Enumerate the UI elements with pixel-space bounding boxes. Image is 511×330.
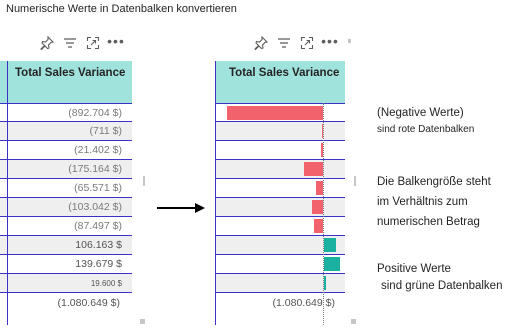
column-divider bbox=[215, 61, 216, 325]
filter-icon[interactable] bbox=[277, 36, 291, 50]
cell-value: (65.571 $) bbox=[74, 182, 122, 194]
cell-value: (892.704 $) bbox=[68, 107, 122, 119]
total-value: (1.080.649 $) bbox=[272, 297, 335, 309]
table-row[interactable] bbox=[215, 160, 345, 179]
table-row[interactable]: (892.704 $) bbox=[0, 103, 132, 122]
focus-mode-icon[interactable] bbox=[86, 36, 100, 50]
table-row[interactable] bbox=[215, 179, 345, 198]
cell-value: (103.042 $) bbox=[68, 201, 122, 213]
annotation-negative: (Negative Werte) sind rote Datenbalken bbox=[377, 103, 474, 137]
table-row[interactable]: (21.402 $) bbox=[0, 141, 132, 160]
positive-data-bar bbox=[324, 238, 336, 252]
positive-data-bar bbox=[324, 257, 340, 271]
annotation-line: numerischen Betrag bbox=[377, 216, 480, 228]
table-row[interactable]: 139.679 $ bbox=[0, 255, 132, 274]
table-row[interactable] bbox=[215, 236, 345, 255]
more-options-icon[interactable]: ••• bbox=[321, 33, 339, 49]
cell-value: (175.164 $) bbox=[68, 163, 122, 175]
column-divider bbox=[7, 61, 8, 325]
total-value: (1.080.649 $) bbox=[57, 297, 120, 309]
table-row[interactable]: 19.600 $ bbox=[0, 274, 132, 293]
table-row[interactable]: (87.497 $) bbox=[0, 217, 132, 236]
arrow-right-icon bbox=[157, 203, 205, 213]
total-row: (1.080.649 $) bbox=[0, 293, 132, 314]
column-header[interactable]: Total Sales Variance bbox=[0, 61, 132, 103]
cell-value: (21.402 $) bbox=[74, 144, 122, 156]
cell-value: 106.163 $ bbox=[75, 239, 122, 251]
pin-icon[interactable] bbox=[254, 36, 268, 50]
annotation-line: im Verhältnis zum bbox=[377, 196, 468, 208]
resize-handle[interactable] bbox=[354, 176, 356, 186]
data-table: Total Sales Variance (892.704 $) (711 $)… bbox=[0, 61, 132, 314]
resize-corner[interactable] bbox=[351, 319, 356, 324]
negative-data-bar bbox=[314, 219, 323, 233]
negative-data-bar bbox=[316, 181, 323, 195]
table-row[interactable]: (65.571 $) bbox=[0, 179, 132, 198]
negative-data-bar bbox=[304, 162, 323, 176]
table-row[interactable] bbox=[215, 103, 345, 122]
annotation-line: (Negative Werte) bbox=[377, 107, 464, 119]
annotation-bar-size: Die Balkengröße steht im Verhältnis zum … bbox=[377, 172, 491, 232]
zero-axis-line bbox=[323, 103, 324, 325]
table-row[interactable] bbox=[215, 122, 345, 141]
annotation-positive: Positive Werte sind grüne Datenbalken bbox=[377, 261, 502, 295]
table-row[interactable]: (711 $) bbox=[0, 122, 132, 141]
negative-data-bar bbox=[227, 106, 323, 120]
resize-corner-top[interactable] bbox=[348, 39, 351, 43]
cell-value: 139.679 $ bbox=[75, 258, 122, 270]
visual-header-toolbar: ••• bbox=[40, 33, 125, 53]
annotation-line: sind grüne Datenbalken bbox=[381, 280, 503, 292]
more-options-icon[interactable]: ••• bbox=[107, 33, 125, 49]
table-visual-values[interactable]: ••• Total Sales Variance (892.704 $) (71… bbox=[0, 31, 145, 325]
positive-data-bar bbox=[324, 276, 326, 290]
table-row[interactable] bbox=[215, 198, 345, 217]
focus-mode-icon[interactable] bbox=[300, 36, 314, 50]
cell-value: (711 $) bbox=[89, 125, 123, 137]
table-row[interactable] bbox=[215, 274, 345, 293]
table-row[interactable]: 106.163 $ bbox=[0, 236, 132, 255]
page-title: Numerische Werte in Datenbalken konverti… bbox=[6, 3, 237, 15]
data-table: Total Sales Variance (1.080.649 $) bbox=[215, 61, 345, 314]
column-header-label: Total Sales Variance bbox=[229, 67, 340, 79]
cell-value: (87.497 $) bbox=[74, 220, 122, 232]
table-row[interactable] bbox=[215, 141, 345, 160]
pin-icon[interactable] bbox=[40, 36, 54, 50]
negative-data-bar bbox=[321, 143, 323, 157]
annotation-line: Die Balkengröße steht bbox=[377, 176, 491, 188]
filter-icon[interactable] bbox=[63, 36, 77, 50]
visual-header-toolbar: ••• bbox=[254, 33, 339, 53]
cell-value: 19.600 $ bbox=[90, 279, 122, 288]
data-bar-rows bbox=[215, 103, 345, 293]
table-row[interactable] bbox=[215, 255, 345, 274]
resize-handle[interactable] bbox=[143, 176, 145, 186]
column-header[interactable]: Total Sales Variance bbox=[215, 61, 345, 103]
column-header-label: Total Sales Variance bbox=[15, 67, 126, 79]
table-row[interactable] bbox=[215, 217, 345, 236]
table-visual-data-bars[interactable]: ••• Total Sales Variance (1.080.649 $) bbox=[213, 31, 356, 325]
annotation-line: sind rote Datenbalken bbox=[377, 124, 475, 135]
total-row: (1.080.649 $) bbox=[215, 293, 345, 314]
table-row[interactable]: (103.042 $) bbox=[0, 198, 132, 217]
resize-corner[interactable] bbox=[140, 319, 145, 324]
negative-data-bar bbox=[312, 200, 323, 214]
table-row[interactable]: (175.164 $) bbox=[0, 160, 132, 179]
annotation-line: Positive Werte bbox=[377, 263, 451, 275]
negative-data-bar bbox=[322, 124, 323, 138]
